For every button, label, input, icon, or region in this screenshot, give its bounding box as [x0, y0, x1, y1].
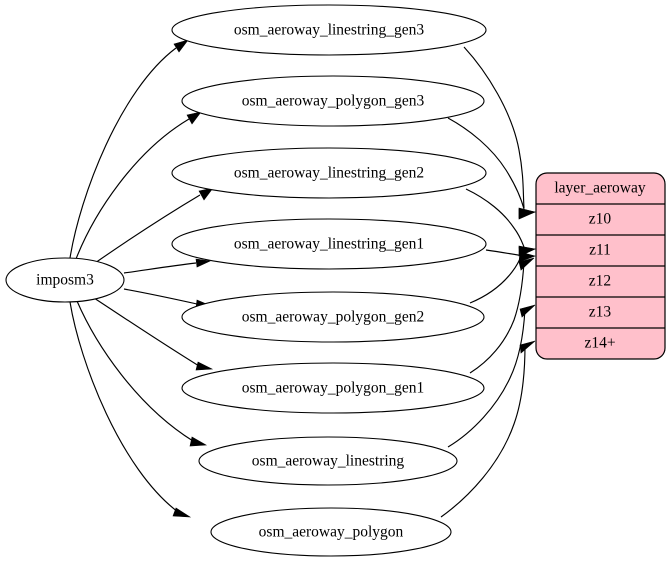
- node-osm-aeroway-polygon-shape[interactable]: [210, 507, 452, 557]
- node-osm-aeroway-polygon-gen2-label: osm_aeroway_polygon_gen2: [242, 309, 425, 326]
- edge-imposm3-to-linestring-gen3: [69, 39, 189, 259]
- node-osm-aeroway-polygon-gen1-label: osm_aeroway_polygon_gen1: [242, 380, 425, 397]
- edge-polygon-gen1-to-z12: [469, 257, 535, 374]
- node-osm-aeroway-linestring-gen2-shape[interactable]: [171, 147, 487, 199]
- node-osm-aeroway-linestring-gen1-label: osm_aeroway_linestring_gen1: [234, 236, 424, 253]
- node-osm-aeroway-polygon-gen2[interactable]: osm_aeroway_polygon_gen2: [181, 291, 485, 343]
- node-imposm3-label: imposm3: [36, 272, 94, 289]
- node-osm-aeroway-polygon-gen3-label: osm_aeroway_polygon_gen3: [242, 93, 425, 110]
- layer-aeroway-row-z10[interactable]: z10: [589, 211, 612, 228]
- node-osm-aeroway-linestring-gen1-shape[interactable]: [171, 218, 487, 270]
- edge-polygon-gen3-to-z10: [447, 117, 537, 220]
- node-osm-aeroway-polygon[interactable]: osm_aeroway_polygon: [210, 507, 452, 557]
- edge-group-tables-to-layer: [440, 46, 537, 518]
- node-osm-aeroway-linestring-gen3-label: osm_aeroway_linestring_gen3: [234, 22, 425, 39]
- node-osm-aeroway-linestring-gen1[interactable]: osm_aeroway_linestring_gen1: [171, 218, 487, 270]
- node-osm-aeroway-linestring-gen3[interactable]: osm_aeroway_linestring_gen3: [171, 4, 487, 56]
- edge-imposm3-to-linestring: [76, 300, 208, 447]
- edge-group-source-to-tables: [69, 39, 214, 518]
- node-imposm3[interactable]: imposm3: [5, 257, 125, 303]
- layer-aeroway-row-z11[interactable]: z11: [589, 242, 611, 259]
- edge-imposm3-to-polygon: [69, 301, 192, 518]
- edge-linestring-gen3-to-z10: [463, 46, 537, 219]
- edge-imposm3-to-polygon-gen3: [75, 111, 202, 260]
- edge-imposm3-to-linestring-gen2: [94, 187, 214, 264]
- layer-aeroway-header-label: layer_aeroway: [554, 180, 645, 197]
- layer-aeroway-row-z12[interactable]: z12: [589, 273, 611, 290]
- layer-aeroway-row-z14plus[interactable]: z14+: [584, 335, 615, 352]
- edge-polygon-to-z14: [440, 340, 536, 518]
- layer-aeroway-row-z13[interactable]: z13: [589, 304, 612, 321]
- node-layer-aeroway[interactable]: layer_aeroway z10 z11 z12 z13 z14+: [535, 172, 666, 360]
- node-osm-aeroway-polygon-gen1[interactable]: osm_aeroway_polygon_gen1: [181, 362, 485, 414]
- edge-imposm3-to-linestring-gen1: [123, 258, 212, 274]
- node-osm-aeroway-linestring-gen2[interactable]: osm_aeroway_linestring_gen2: [171, 147, 487, 199]
- node-osm-aeroway-linestring-gen3-shape[interactable]: [171, 4, 487, 56]
- node-osm-aeroway-polygon-label: osm_aeroway_polygon: [259, 524, 404, 541]
- node-osm-aeroway-polygon-gen3-shape[interactable]: [181, 75, 485, 127]
- edge-imposm3-to-polygon-gen1: [93, 297, 214, 371]
- edge-linestring-to-z13: [447, 304, 536, 448]
- edge-linestring-gen1-to-z12: [485, 249, 536, 263]
- node-osm-aeroway-polygon-gen1-shape[interactable]: [181, 362, 485, 414]
- node-imposm3-shape[interactable]: [5, 257, 125, 303]
- node-osm-aeroway-polygon-gen2-shape[interactable]: [181, 291, 485, 343]
- node-osm-aeroway-linestring-gen2-label: osm_aeroway_linestring_gen2: [234, 165, 424, 182]
- node-osm-aeroway-linestring-shape[interactable]: [198, 436, 458, 486]
- node-osm-aeroway-polygon-gen3[interactable]: osm_aeroway_polygon_gen3: [181, 75, 485, 127]
- node-osm-aeroway-linestring[interactable]: osm_aeroway_linestring: [198, 436, 458, 486]
- node-osm-aeroway-linestring-label: osm_aeroway_linestring: [252, 453, 405, 470]
